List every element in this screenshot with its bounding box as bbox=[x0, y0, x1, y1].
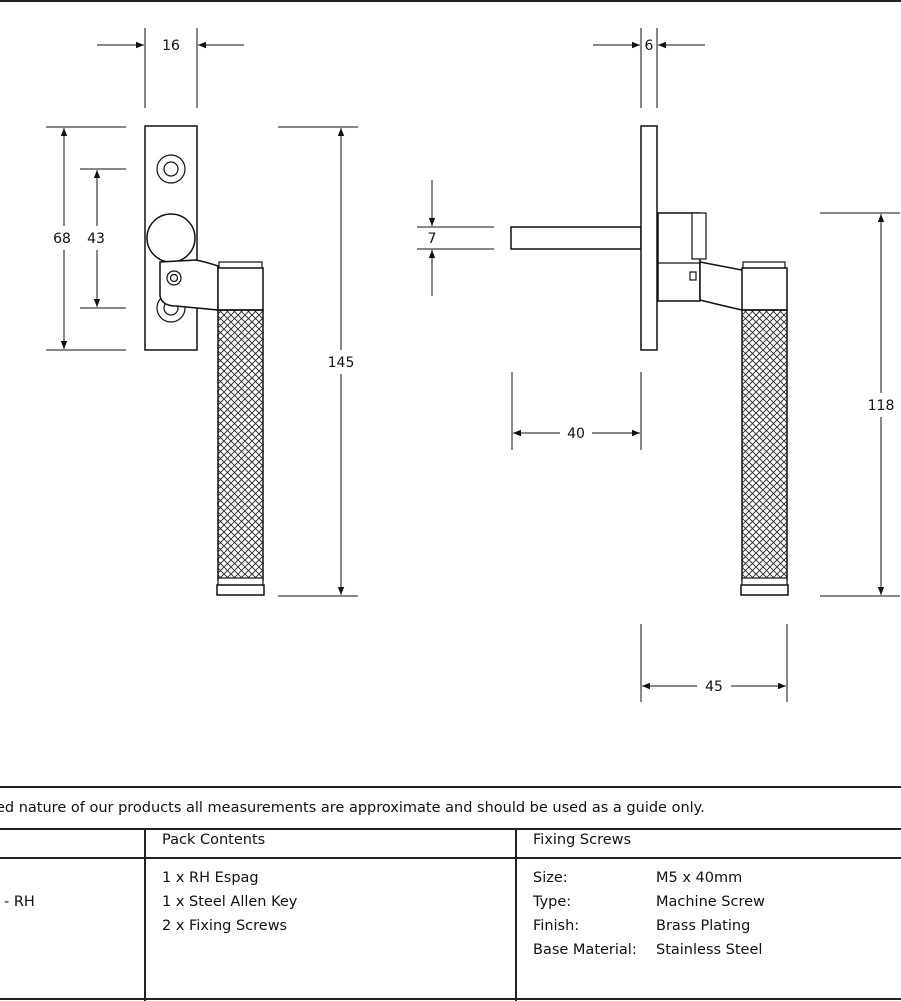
spec-table: - RH Pack Contents 1 x RH Espag 1 x Stee… bbox=[0, 828, 901, 1001]
pack-item: 1 x RH Espag bbox=[162, 870, 259, 886]
table-header-border bbox=[0, 857, 901, 859]
technical-drawing: 16 6 68 43 145 7 40 118 45 bbox=[0, 0, 901, 788]
dim-45: 45 bbox=[705, 679, 723, 695]
dim-6: 6 bbox=[645, 38, 654, 54]
dim-43: 43 bbox=[87, 231, 105, 247]
pack-item: 2 x Fixing Screws bbox=[162, 918, 288, 934]
pack-item: 1 x Steel Allen Key bbox=[162, 894, 298, 910]
spec-value-type: Machine Screw bbox=[656, 894, 765, 910]
table-bottom-border bbox=[0, 998, 901, 1000]
measurement-note: ed nature of our products all measuremen… bbox=[0, 796, 901, 826]
fixing-screws-header: Fixing Screws bbox=[533, 832, 632, 848]
product-variant: - RH bbox=[4, 894, 35, 910]
spec-value-finish: Brass Plating bbox=[656, 918, 751, 934]
dim-7: 7 bbox=[428, 231, 437, 247]
table-divider-1 bbox=[144, 828, 146, 1001]
front-view bbox=[144, 125, 265, 596]
side-view bbox=[510, 125, 789, 596]
spec-label-finish: Finish: bbox=[533, 918, 580, 934]
measurement-note-text: ed nature of our products all measuremen… bbox=[0, 800, 705, 816]
spec-label-size: Size: bbox=[533, 870, 568, 886]
spec-value-base-material: Stainless Steel bbox=[656, 942, 763, 958]
dim-68: 68 bbox=[53, 231, 71, 247]
spec-label-type: Type: bbox=[533, 894, 572, 910]
table-top-border bbox=[0, 828, 901, 830]
dim-118: 118 bbox=[868, 398, 895, 414]
dim-40: 40 bbox=[567, 426, 585, 442]
dim-16: 16 bbox=[162, 38, 180, 54]
dim-145: 145 bbox=[328, 355, 355, 371]
table-divider-2 bbox=[515, 828, 517, 1001]
spec-value-size: M5 x 40mm bbox=[656, 870, 743, 886]
pack-contents-header: Pack Contents bbox=[162, 832, 266, 848]
spec-label-base-material: Base Material: bbox=[533, 942, 637, 958]
